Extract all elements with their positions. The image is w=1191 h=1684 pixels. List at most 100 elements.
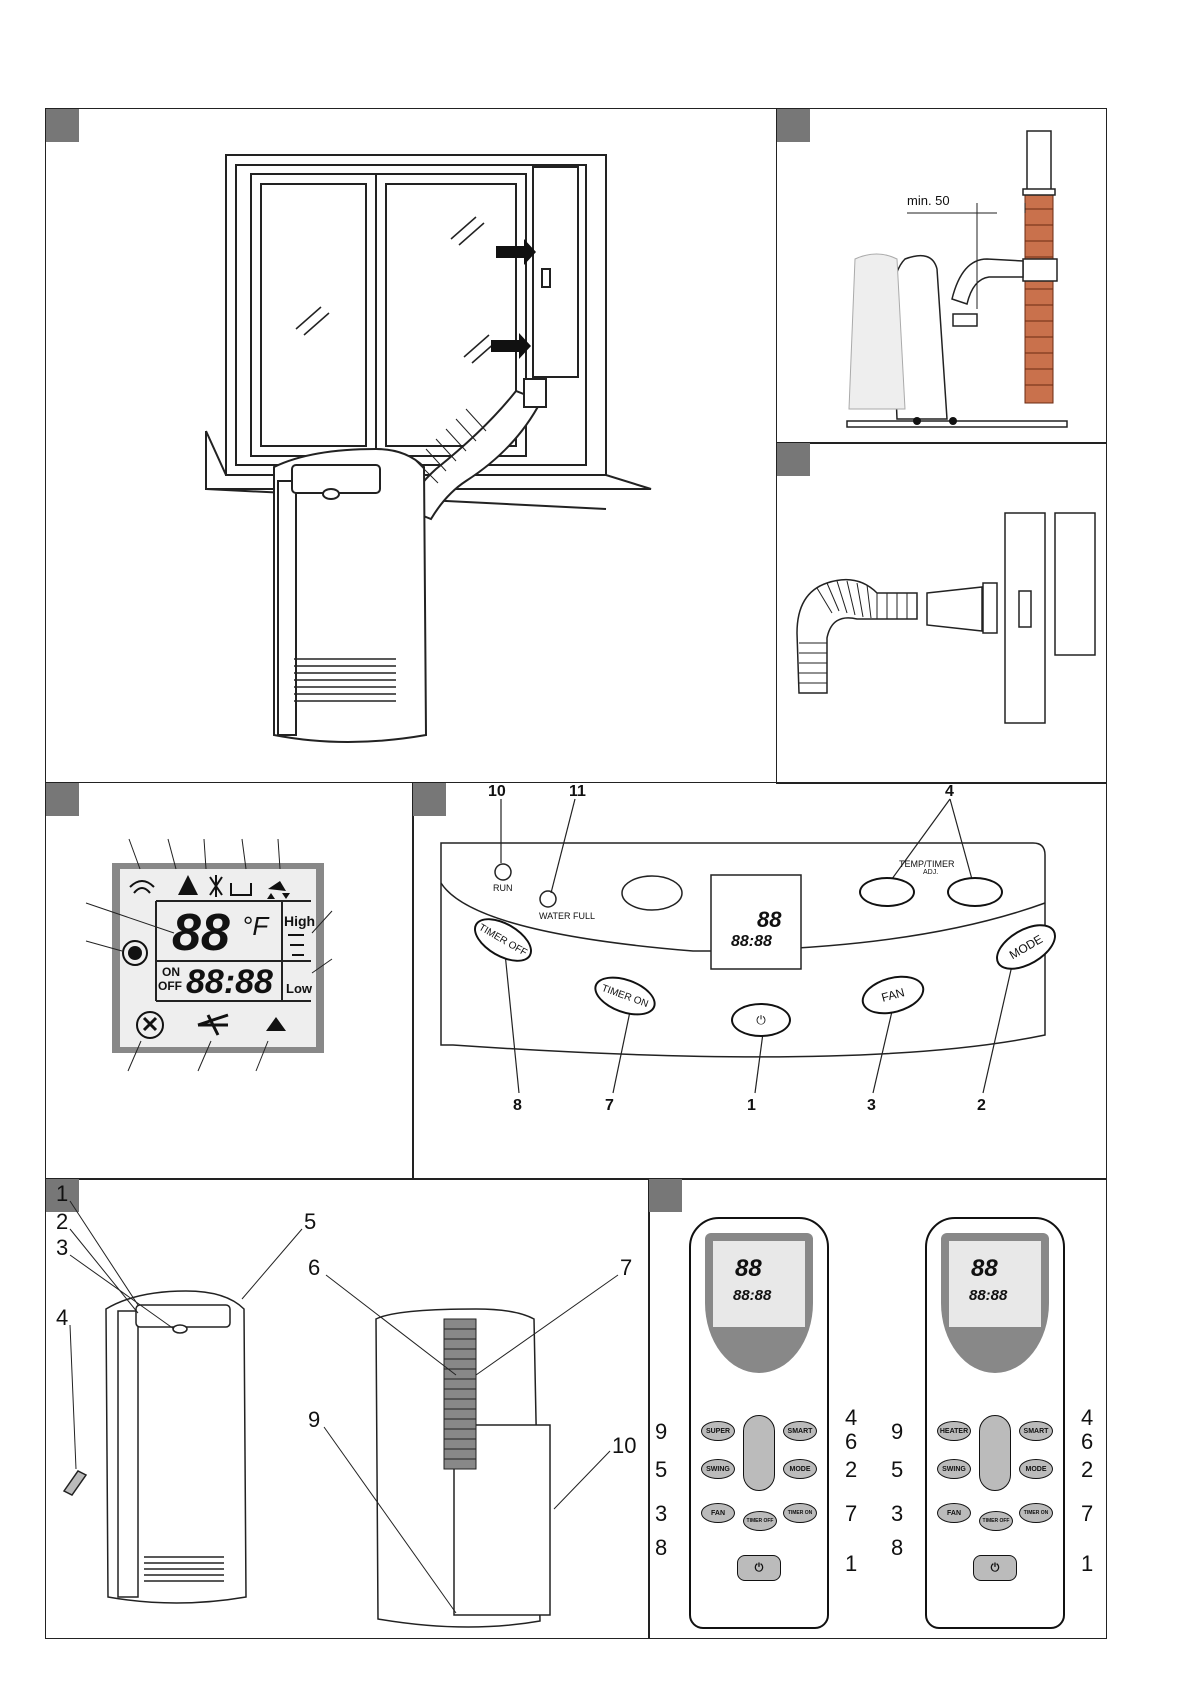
lcd-off: OFF	[158, 979, 182, 993]
part-1: 1	[56, 1181, 69, 1206]
smart-button[interactable]: SMART	[1019, 1421, 1053, 1441]
part-4: 4	[56, 1305, 69, 1330]
mode-button[interactable]: MODE	[1019, 1459, 1053, 1479]
remote1-callout-7: 7	[845, 1501, 858, 1526]
remote-lcd-time-1: 88:88	[733, 1287, 772, 1304]
callout-11: 11	[569, 783, 586, 800]
remote1-callout-8: 8	[655, 1535, 668, 1560]
callout-1: 1	[747, 1097, 756, 1114]
panel-lcd-temp: 88	[757, 907, 782, 932]
power-button[interactable]: ⏻	[731, 1003, 791, 1037]
part-3: 3	[56, 1235, 69, 1260]
part-7: 7	[620, 1255, 633, 1280]
callout-10: 10	[488, 783, 506, 800]
panel-tab	[413, 783, 446, 816]
remote2-callout-6: 6	[1081, 1429, 1094, 1454]
temp-up-button[interactable]	[859, 877, 915, 907]
min-clearance-label: min. 50	[907, 193, 950, 208]
panel-tab	[777, 109, 810, 142]
remote-lcd-time-2: 88:88	[969, 1287, 1008, 1304]
panel-tab	[777, 443, 810, 476]
hose-adapter-illustration	[796, 512, 1096, 724]
part-9: 9	[308, 1407, 321, 1432]
remote2-callout-3: 3	[891, 1501, 904, 1526]
remote-lcd-screen-1	[713, 1241, 805, 1327]
remote1-callout-6: 6	[845, 1429, 858, 1454]
swing-button[interactable]: SWING	[937, 1459, 971, 1479]
power-button[interactable]: ⏻	[973, 1555, 1017, 1581]
panel-window-install	[45, 108, 777, 783]
panel-control-panel: 10 11 4 RUN WATER FULL TEMP/TIMER ADJ. T…	[412, 782, 1107, 1180]
lcd-temp-unit: °F	[242, 911, 269, 941]
run-indicator-label: RUN	[493, 883, 513, 893]
timer-off-button[interactable]: TIMER OFF	[979, 1511, 1013, 1531]
remote2-callout-8: 8	[891, 1535, 904, 1560]
panel-wall-clearance: min. 50	[776, 108, 1107, 444]
remote2-callout-7: 7	[1081, 1501, 1094, 1526]
control-panel-outline	[440, 798, 1046, 1094]
power-icon: ⏻	[990, 1561, 1000, 1574]
power-icon: ⏻	[754, 1561, 764, 1574]
lcd-on: ON	[162, 965, 180, 979]
lcd-time: 88:88	[186, 963, 273, 1001]
remote2-callout-9: 9	[891, 1419, 904, 1444]
power-icon: ⏻	[756, 1012, 766, 1027]
part-10: 10	[612, 1433, 637, 1458]
panel-unit-parts: 1 2 3 4 5 6 7 9 10	[45, 1178, 650, 1639]
remote-lcd-temp-2: 88	[971, 1255, 998, 1282]
remote-lcd-screen-2	[949, 1241, 1041, 1327]
swing-button[interactable]: SWING	[701, 1459, 735, 1479]
remote2-callout-4: 4	[1081, 1405, 1094, 1430]
window-install-illustration	[205, 154, 652, 743]
water-full-label: WATER FULL	[539, 911, 596, 921]
remote-control-2: 88 88:88 HEATER SMART SWING MODE FAN TIM…	[925, 1217, 1065, 1629]
temp-up-down-rocker[interactable]	[979, 1415, 1011, 1491]
remote1-callout-3: 3	[655, 1501, 668, 1526]
heater-button[interactable]: HEATER	[937, 1421, 971, 1441]
remote1-callout-9: 9	[655, 1419, 668, 1444]
remote-lcd-temp-1: 88	[735, 1255, 762, 1282]
fan-button[interactable]: FAN	[701, 1503, 735, 1523]
remote-control-1: 88 88:88 SUPER SMART SWING MODE FAN TIME…	[689, 1217, 829, 1629]
wall-clearance-illustration	[846, 130, 1068, 428]
callout-4: 4	[945, 783, 954, 800]
temp-up-down-rocker[interactable]	[743, 1415, 775, 1491]
power-button[interactable]: ⏻	[737, 1555, 781, 1581]
panel-lcd-display: 88 °F High ON OFF 88:88 Low	[45, 782, 414, 1180]
temp-timer-label: TEMP/TIMER	[899, 859, 955, 869]
callout-2: 2	[977, 1097, 986, 1114]
callout-7: 7	[605, 1097, 614, 1114]
remote2-callout-1: 1	[1081, 1551, 1094, 1576]
remote1-callout-4: 4	[845, 1405, 858, 1430]
panel-lcd-time: 88:88	[731, 933, 772, 950]
remote2-callout-5: 5	[891, 1457, 904, 1482]
panel-tab	[46, 109, 79, 142]
panel-remotes: 88 88:88 SUPER SMART SWING MODE FAN TIME…	[648, 1178, 1107, 1639]
remote2-callout-2: 2	[1081, 1457, 1094, 1482]
callout-8: 8	[513, 1097, 522, 1114]
smart-button[interactable]: SMART	[783, 1421, 817, 1441]
panel-tab	[46, 783, 79, 816]
callout-3: 3	[867, 1097, 876, 1114]
part-5: 5	[304, 1209, 317, 1234]
remote1-callout-5: 5	[655, 1457, 668, 1482]
remote1-callout-1: 1	[845, 1551, 858, 1576]
panel-hose-adapter	[776, 442, 1107, 784]
part-6: 6	[308, 1255, 321, 1280]
unit-parts-illustration	[62, 1200, 619, 1628]
part-2: 2	[56, 1209, 69, 1234]
super-button[interactable]: SUPER	[701, 1421, 735, 1441]
timer-on-button[interactable]: TIMER ON	[783, 1503, 817, 1523]
lcd-temperature: 88	[172, 904, 230, 962]
adj-label: ADJ.	[923, 869, 939, 876]
remote1-callout-2: 2	[845, 1457, 858, 1482]
lcd-diagram	[85, 838, 333, 1072]
lcd-low: Low	[286, 981, 312, 996]
fan-button[interactable]: FAN	[937, 1503, 971, 1523]
lcd-high: High	[284, 913, 316, 929]
timer-off-button[interactable]: TIMER OFF	[743, 1511, 777, 1531]
timer-on-button[interactable]: TIMER ON	[1019, 1503, 1053, 1523]
panel-tab	[649, 1179, 682, 1212]
mode-button[interactable]: MODE	[783, 1459, 817, 1479]
temp-down-button[interactable]	[947, 877, 1003, 907]
